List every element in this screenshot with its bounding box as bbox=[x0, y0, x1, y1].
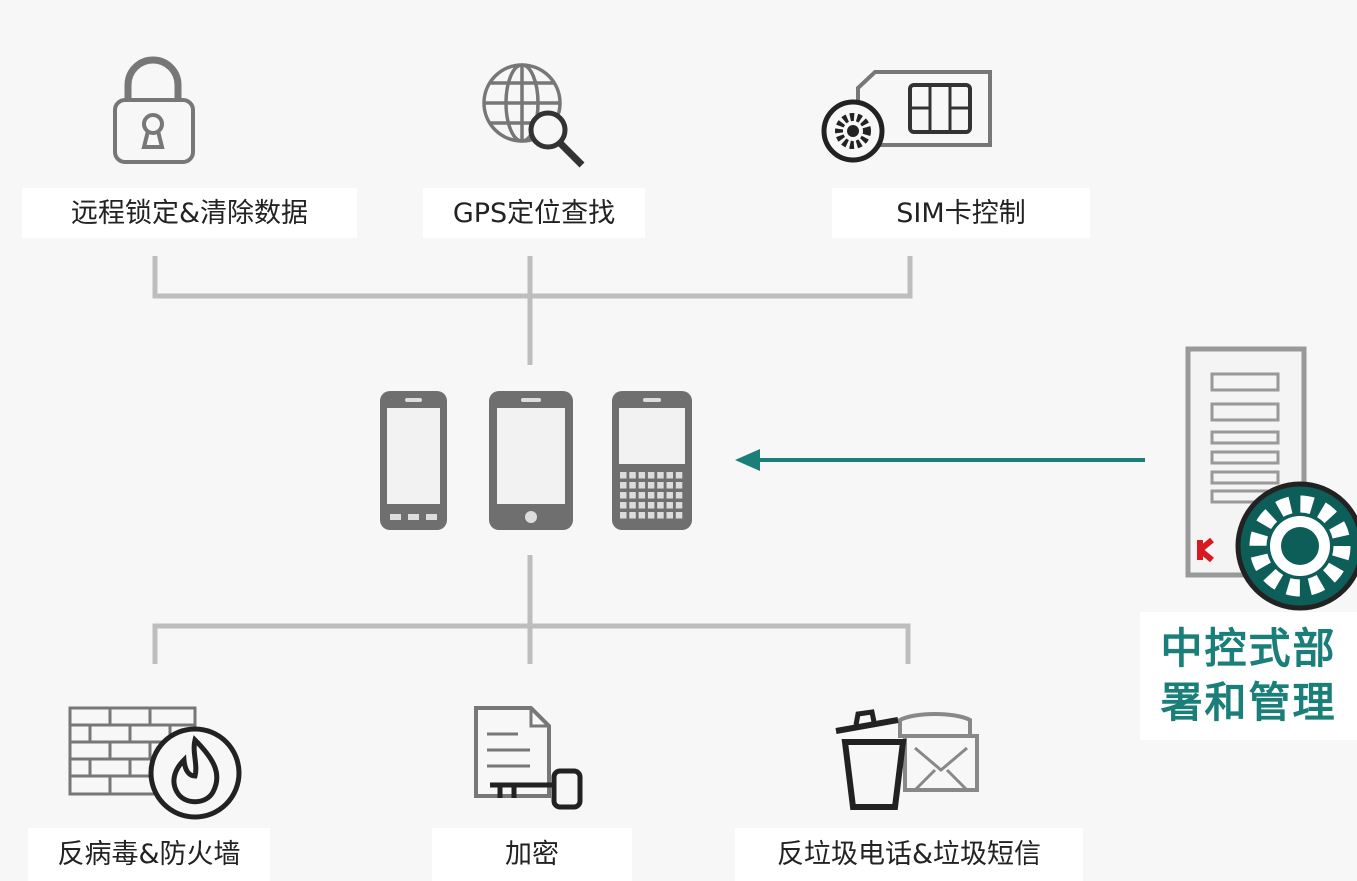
sim-control-label: SIM卡控制 bbox=[832, 188, 1090, 238]
document-key-icon bbox=[474, 706, 583, 810]
blackberry-icon bbox=[612, 391, 692, 530]
trash-phone-envelope-icon bbox=[835, 709, 979, 810]
server-gear-icon bbox=[1185, 346, 1357, 611]
gps-locate-label: GPS定位查找 bbox=[423, 188, 645, 238]
android-phone-icon bbox=[380, 391, 447, 530]
iphone-icon bbox=[489, 391, 573, 530]
encryption-label: 加密 bbox=[432, 828, 632, 881]
central-management-label: 中控式部 署和管理 bbox=[1160, 624, 1337, 727]
remote-lock-wipe-label: 远程锁定&清除数据 bbox=[22, 188, 357, 238]
antivirus-firewall-label: 反病毒&防火墙 bbox=[28, 828, 270, 881]
central-management-panel bbox=[1140, 612, 1357, 740]
firewall-icon bbox=[68, 706, 242, 820]
deployment-arrow bbox=[735, 449, 1145, 471]
top-connector bbox=[152, 256, 913, 365]
sim-card-gear-icon bbox=[821, 70, 992, 163]
bottom-connector bbox=[152, 555, 911, 664]
anti-spam-label: 反垃圾电话&垃圾短信 bbox=[735, 828, 1083, 881]
globe-search-icon bbox=[482, 63, 585, 168]
lock-icon bbox=[113, 56, 195, 164]
